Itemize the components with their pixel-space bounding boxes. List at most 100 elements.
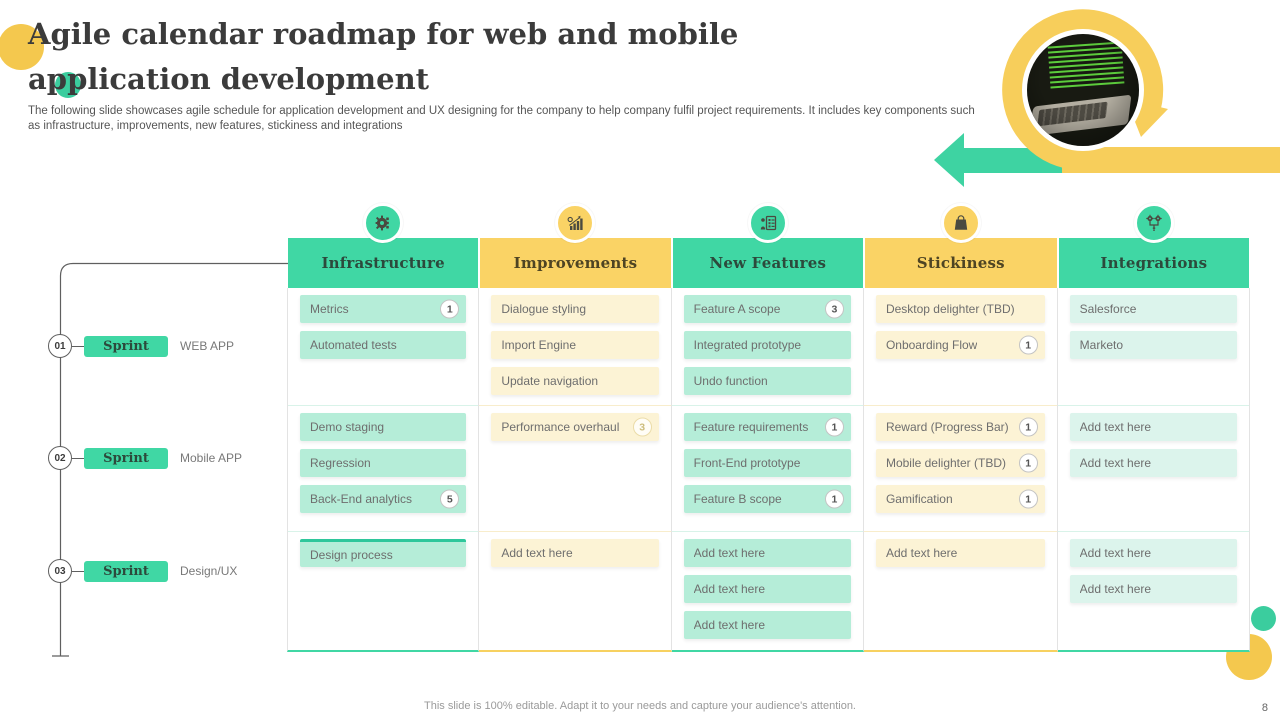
task-item: Metrics 1 [300,295,467,323]
sprint-connector-line [72,571,84,572]
task-item: Back-End analytics 5 [300,485,467,513]
task-label: Regression [310,456,371,470]
column-header-stickiness: Stickiness [864,238,1057,288]
task-label: Performance overhaul [501,420,620,434]
count-badge: 1 [824,489,844,509]
shopping-bag-icon [940,203,981,243]
task-item: Update navigation [491,367,659,395]
task-label: Add text here [885,546,958,560]
cell-stickiness-sprint3: Add text here [863,531,1057,650]
task-label: Integrated prototype [693,338,802,352]
task-label: Add text here [501,546,573,560]
laptop-code-photo [1022,29,1144,151]
task-item: Add text here [1069,575,1237,603]
task-item: Marketo [1069,331,1237,359]
task-label: Add text here [693,618,766,632]
task-item: Add text here [683,539,851,567]
count-badge: 5 [440,489,460,509]
task-item: Feature B scope 1 [683,485,851,513]
task-item: Reward (Progress Bar)1 [875,413,1045,441]
page-number: 8 [1261,702,1268,714]
sprint-pill: Sprint [84,335,168,357]
footer-note: This slide is 100% editable. Adapt it to… [424,700,856,712]
task-item: Regression [300,449,467,477]
sprint-tag: Design/UX [180,564,238,578]
task-item: Mobile delighter (TBD)1 [875,449,1045,477]
sprint-number-badge: 02 [48,446,72,470]
count-badge: 3 [632,417,652,437]
task-label: Feature A scope [693,302,781,316]
task-label: Gamification [885,492,953,506]
task-item: Onboarding Flow 1 [875,331,1045,359]
task-item: Salesforce [1069,295,1237,323]
column-header-integrations: Integrations [1058,238,1249,288]
task-item: Undo function [683,367,851,395]
task-item: Add text here [491,539,659,567]
task-label: Metrics [310,302,349,316]
task-item: Add text here [1069,449,1237,477]
title-accent-circle-yellow [0,24,44,70]
task-item: Demo staging [300,413,467,441]
count-badge: 1 [1018,453,1038,473]
count-badge: 1 [824,417,844,437]
sprint-tag: Mobile APP [180,451,243,465]
task-label: Add text here [1079,456,1152,470]
task-label: Add text here [693,546,766,560]
task-label: Marketo [1079,338,1124,352]
task-label: Onboarding Flow [885,338,978,352]
task-label: Back-End analytics [310,492,413,506]
task-item: Import Engine [491,331,659,359]
cell-infrastructure-sprint3: Design process [288,531,479,650]
task-label: Feature B scope [693,492,782,506]
task-item: Add text here [683,575,851,603]
task-item: Front-End prototype [683,449,851,477]
task-item: Performance overhaul 3 [491,413,659,441]
cell-stickiness-sprint1: Desktop delighter (TBD) Onboarding Flow 1 [864,288,1057,405]
growth-chart-icon [555,203,596,243]
task-label: Salesforce [1079,302,1137,316]
page-title: Agile calendar roadmap for web and mobil… [28,17,739,96]
task-label: Demo staging [310,420,385,434]
task-item: Add text here [1069,539,1237,567]
task-item: Integrated prototype [683,331,851,359]
count-badge: 1 [1018,335,1038,355]
task-item: Dialogue styling [491,295,659,323]
task-item: Desktop delighter (TBD) [875,295,1045,323]
page-subtitle: The following slide showcases agile sche… [28,105,975,132]
task-item: Add text here [875,539,1045,567]
photo-vignette [1027,34,1139,146]
checklist-icon [747,203,788,243]
task-label: Automated tests [310,338,397,352]
task-label: Add text here [693,582,766,596]
sprint-pill: Sprint [84,447,168,469]
sprint-tag: WEB APP [180,339,235,353]
task-item: Design process [300,539,467,567]
task-label: Import Engine [501,338,577,352]
bottom-right-circle-teal [1251,606,1276,631]
task-item: Add text here [683,611,851,639]
sprint-row-02: 02 Sprint Mobile APP [0,446,287,470]
yellow-bar [1062,147,1280,173]
count-badge: 1 [440,299,460,319]
column-header-improvements: Improvements [480,238,671,288]
column-header-new-features: New Features [672,238,863,288]
